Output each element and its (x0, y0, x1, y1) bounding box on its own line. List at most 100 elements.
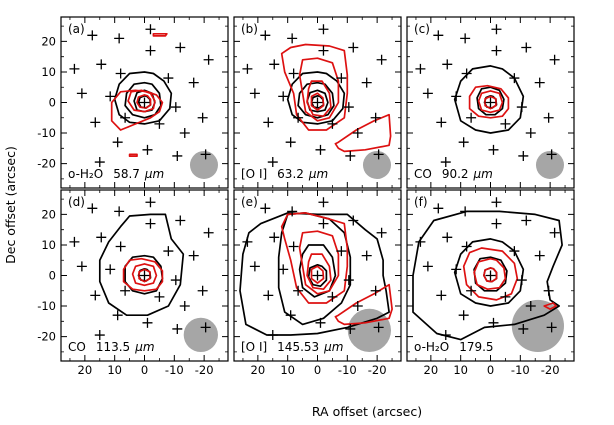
x-tick-label: -20 (541, 363, 560, 377)
pointing-position-marker (525, 301, 536, 312)
pointing-position-marker (485, 97, 496, 108)
pointing-position-marker (521, 215, 532, 226)
pointing-position-marker (543, 112, 554, 123)
y-tick-label: 20 (41, 34, 56, 48)
pointing-position-marker (154, 291, 165, 302)
x-tick-label: 20 (251, 363, 266, 377)
pointing-position-marker (461, 68, 472, 79)
x-tick-label: -20 (368, 363, 387, 377)
species-label: CO (414, 167, 432, 181)
pointing-position-marker (163, 246, 174, 257)
pointing-position-marker (516, 275, 527, 286)
minor-tick (407, 190, 574, 361)
pointing-position-marker (145, 197, 156, 208)
black-contour-line (286, 71, 346, 125)
pointing-position-marker (69, 236, 80, 247)
pointing-position-marker (203, 227, 214, 238)
pointing-position-marker (105, 264, 116, 275)
minor-tick (61, 17, 228, 188)
pointing-position-marker (376, 54, 387, 65)
pointing-position-marker (491, 197, 502, 208)
y-axis-title: Dec offset (arcsec) (3, 146, 18, 264)
pointing-position-marker (500, 291, 511, 302)
x-tick-label: 20 (424, 363, 439, 377)
wavelength-label: 113.5 (96, 340, 130, 354)
pointing-position-marker (312, 270, 323, 281)
pointing-position-marker (87, 30, 98, 41)
pointing-position-marker (422, 88, 433, 99)
y-tick-label: -10 (37, 126, 56, 140)
pointing-position-marker (69, 63, 80, 74)
pointing-position-marker (142, 317, 153, 328)
x-tick-label: 0 (141, 363, 148, 377)
red-contour-line (310, 92, 325, 111)
pointing-position-marker (172, 150, 183, 161)
minor-tick (407, 17, 574, 188)
beam-size-disc (362, 150, 391, 179)
minor-tick (61, 190, 228, 361)
minor-tick (61, 17, 228, 188)
pointing-position-marker (440, 330, 451, 341)
beam-size-disc (189, 150, 218, 179)
minor-tick (234, 190, 401, 361)
pointing-position-marker (361, 250, 372, 261)
panel-label: (a) (68, 22, 85, 36)
pointing-position-marker (175, 215, 186, 226)
pointing-position-marker (460, 33, 471, 44)
pointing-position-marker (242, 63, 253, 74)
minor-tick (234, 190, 401, 361)
minor-tick (407, 17, 574, 188)
minor-tick (407, 17, 574, 188)
pointing-position-marker (170, 275, 181, 286)
red-contour-line (298, 57, 340, 122)
black-contour-line (476, 86, 505, 116)
minor-tick (407, 190, 574, 361)
pointing-position-marker (348, 42, 359, 53)
pointing-position-marker (139, 97, 150, 108)
minor-tick (61, 17, 228, 188)
species-label: [O I] (241, 167, 267, 181)
pointing-position-marker (154, 118, 165, 129)
x-tick-label: 20 (78, 363, 93, 377)
x-tick-label: 10 (280, 363, 295, 377)
pointing-position-marker (120, 285, 131, 296)
pointing-position-marker (549, 227, 560, 238)
pointing-position-marker (352, 128, 363, 139)
pointing-position-marker (120, 112, 131, 123)
pointing-position-marker (451, 264, 462, 275)
pointing-position-marker (348, 215, 359, 226)
pointing-position-marker (175, 42, 186, 53)
panel-label: (b) (241, 22, 258, 36)
pointing-position-marker (518, 150, 529, 161)
y-tick-label: -10 (37, 299, 56, 313)
x-tick-label: 10 (107, 363, 122, 377)
pointing-position-marker (549, 54, 560, 65)
pointing-position-marker (525, 128, 536, 139)
y-tick-label: 10 (41, 65, 56, 79)
pointing-position-marker (436, 117, 447, 128)
red-contour-line (131, 263, 158, 287)
species-label: CO (68, 340, 86, 354)
black-contour-line (277, 212, 352, 326)
red-contour-line (334, 113, 392, 153)
red-contour-line (484, 95, 497, 110)
pointing-position-marker (200, 322, 211, 333)
wavelength-unit: μm (323, 340, 343, 354)
pointing-position-marker (269, 59, 280, 70)
red-contour-line (298, 230, 340, 295)
pointing-position-marker (422, 261, 433, 272)
pointing-position-marker (361, 77, 372, 88)
pointing-position-marker (188, 250, 199, 261)
pointing-position-marker (543, 285, 554, 296)
pointing-position-marker (373, 149, 384, 160)
pointing-position-marker (488, 317, 499, 328)
minor-tick (407, 17, 574, 188)
minor-tick (234, 17, 401, 188)
